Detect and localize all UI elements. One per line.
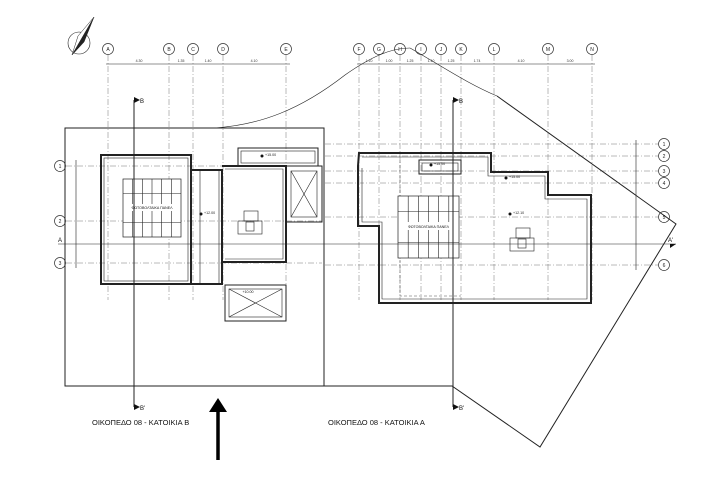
svg-text:1.74: 1.74 — [474, 59, 481, 63]
grid-bubble-l: L — [488, 43, 500, 55]
svg-text:1.25: 1.25 — [448, 59, 455, 63]
section-label-b-bottom: B' — [140, 406, 145, 412]
svg-text:3: 3 — [663, 169, 666, 175]
hvac-unit-b — [237, 210, 263, 235]
svg-text:D: D — [221, 47, 225, 53]
svg-text:3.00: 3.00 — [567, 59, 574, 63]
grid-bubbles-right: 1 2 3 4 5 6 — [658, 138, 670, 271]
grid-bubble-right-1: 1 — [658, 138, 670, 150]
svg-text:1.40: 1.40 — [205, 59, 212, 63]
level-marker-a-roof: +12.10 — [508, 211, 524, 216]
svg-text:K: K — [459, 47, 463, 53]
grid-bubble-k: K — [455, 43, 467, 55]
svg-text:4: 4 — [663, 181, 666, 187]
svg-text:I: I — [420, 47, 421, 53]
grid-bubble-n: N — [586, 43, 598, 55]
solar-panel-label-b: ΦΩΤΟΒΟΛΤΑΙΚΑ ΠΑΝΕΛ — [131, 206, 173, 210]
grid-bubble-a: A — [102, 43, 114, 55]
svg-text:1.10: 1.10 — [428, 59, 435, 63]
level-marker-a-mid: +15.00 — [504, 175, 520, 180]
level-marker-a-upper: +15.00 — [429, 162, 445, 167]
section-label-a-right: A' — [668, 238, 673, 244]
grid-bubble-m: M — [542, 43, 554, 55]
dimension-line-top: 4.30 1.35 1.40 4.10 1.10 1.00 1.25 1.10 … — [106, 59, 595, 65]
svg-text:N: N — [590, 47, 594, 53]
level-marker-b-roof: +12.00 — [199, 211, 215, 216]
skylight-label: +10.00 — [242, 290, 253, 294]
grid-bubble-right-6: 6 — [658, 259, 670, 271]
grid-bubble-e: E — [280, 43, 292, 55]
grid-bubble-left-2: 2 — [54, 215, 66, 227]
section-lines: B B' B B' A' A — [58, 97, 676, 412]
svg-text:A: A — [106, 47, 110, 53]
grid-bubble-d: D — [217, 43, 229, 55]
hvac-unit-a — [509, 227, 535, 252]
grid-bubble-right-3: 3 — [658, 165, 670, 177]
svg-text:+12.10: +12.10 — [513, 211, 524, 215]
svg-text:6: 6 — [663, 263, 666, 269]
grid-bubble-right-4: 4 — [658, 177, 670, 189]
svg-text:1.35: 1.35 — [178, 59, 185, 63]
svg-text:1.10: 1.10 — [366, 59, 373, 63]
section-label-a-left: A — [58, 238, 62, 244]
svg-text:2: 2 — [663, 154, 666, 160]
plot-boundary — [64, 47, 677, 448]
svg-text:F: F — [357, 47, 360, 53]
svg-text:5: 5 — [663, 215, 666, 221]
house-b-plan: +10.00 ΦΩΤΟΒΟΛΤΑΙΚΑ ΠΑΝΕΛ +15.00 +12.00 — [100, 147, 323, 322]
grid-bubble-i: I — [415, 43, 427, 55]
svg-text:4.10: 4.10 — [518, 59, 525, 63]
section-label-mid-top: B — [459, 99, 463, 105]
svg-text:2: 2 — [59, 219, 62, 225]
solar-panel-array-b: ΦΩΤΟΒΟΛΤΑΙΚΑ ΠΑΝΕΛ — [122, 178, 182, 238]
grid-bubble-j: J — [435, 43, 447, 55]
north-arrow-icon — [67, 16, 95, 56]
caption-house-a: ΟΙΚΟΠΕΔΟ 08 - ΚΑΤΟΙΚΙΑ Α — [328, 418, 425, 427]
svg-text:L: L — [493, 47, 496, 53]
svg-text:+15.00: +15.00 — [509, 175, 520, 179]
grid-bubble-f: F — [353, 43, 365, 55]
caption-house-b: ΟΙΚΟΠΕΔΟ 08 - ΚΑΤΟΙΚΙΑ Β — [92, 418, 189, 427]
svg-text:+15.00: +15.00 — [265, 153, 276, 157]
svg-text:+15.00: +15.00 — [434, 162, 445, 166]
svg-text:E: E — [284, 47, 288, 53]
svg-text:4.30: 4.30 — [136, 59, 143, 63]
svg-text:1.00: 1.00 — [386, 59, 393, 63]
svg-text:H: H — [398, 47, 402, 53]
svg-text:J: J — [440, 47, 443, 53]
svg-text:M: M — [546, 47, 550, 53]
svg-text:1: 1 — [663, 142, 666, 148]
grid-bubble-right-2: 2 — [658, 150, 670, 162]
svg-text:G: G — [377, 47, 381, 53]
svg-text:1.25: 1.25 — [407, 59, 414, 63]
grid-bubble-c: C — [187, 43, 199, 55]
house-a-plan: ΦΩΤΟΒΟΛΤΑΙΚΑ ΠΑΝΕΛ +15.00 +15.00 +12.10 — [357, 152, 592, 304]
svg-text:1: 1 — [59, 164, 62, 170]
svg-text:C: C — [191, 47, 195, 53]
grid-bubble-right-5: 5 — [658, 211, 670, 223]
svg-text:B: B — [167, 47, 171, 53]
solar-panel-array-a: ΦΩΤΟΒΟΛΤΑΙΚΑ ΠΑΝΕΛ — [397, 195, 460, 259]
section-label-mid-bottom: B' — [459, 406, 464, 412]
grid-bubble-left-3: 3 — [54, 257, 66, 269]
arrow-up-icon — [209, 398, 227, 460]
solar-panel-label-a: ΦΩΤΟΒΟΛΤΑΙΚΑ ΠΑΝΕΛ — [408, 225, 450, 229]
grid-bubble-g: G — [373, 43, 385, 55]
grid-bubble-b: B — [163, 43, 175, 55]
dimension-line-left — [75, 140, 637, 270]
svg-text:+12.00: +12.00 — [204, 211, 215, 215]
section-label-b-top: B — [140, 99, 144, 105]
grid-bubble-left-1: 1 — [54, 160, 66, 172]
grid-bubbles-top: A B C D E F G H I J K L M N — [102, 43, 598, 55]
level-marker-b-upper: +15.00 — [260, 153, 276, 158]
svg-text:3: 3 — [59, 261, 62, 267]
grid-bubbles-left: 1 2 3 — [54, 160, 66, 269]
svg-text:4.10: 4.10 — [251, 59, 258, 63]
